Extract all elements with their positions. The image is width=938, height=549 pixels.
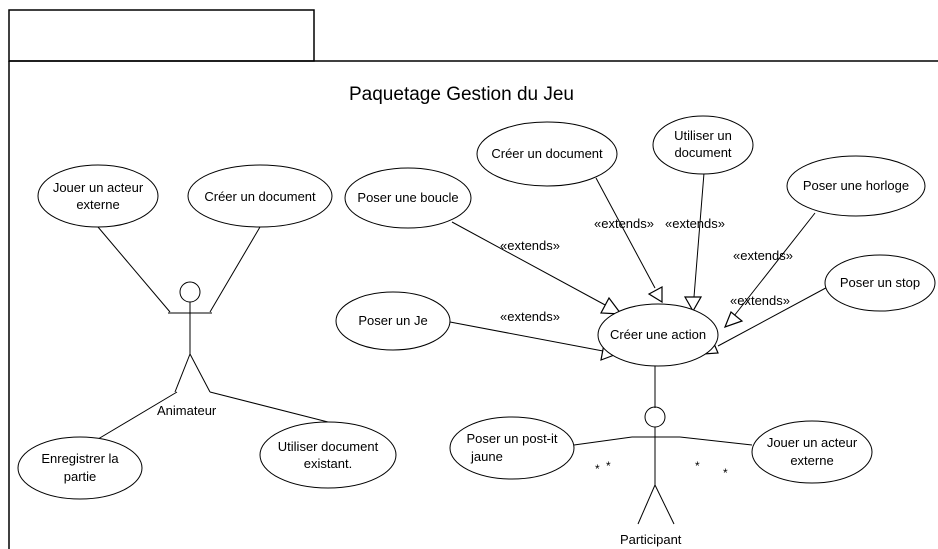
multiplicity-jouer-b: * [723,466,728,480]
extends-label-creer-doc: «extends» [594,216,654,231]
extend-line-utiliser-doc [693,172,705,298]
assoc-anim-enregistrer [87,391,178,446]
package-title: Paquetage Gestion du Jeu [349,84,574,105]
use-case-label: Poser un post-it [466,431,557,446]
assoc-anim-jouer [97,226,171,313]
actor-leg-right [654,484,675,525]
arrowhead-boucle [600,296,623,315]
extends-label-horloge: «extends» [733,248,793,263]
participant-associations [573,366,753,446]
use-case-utiliser-document-existant[interactable]: Utiliser document existant. [259,421,397,489]
use-case-label: Enregistrer la [41,451,119,466]
use-case-label: jaune [470,449,503,464]
extend-line-je [449,321,604,352]
use-case-creer-document-top[interactable]: Créer un document [476,121,618,187]
extends-label-boucle: «extends» [500,238,560,253]
multiplicity-jouer-a: * [695,459,700,473]
use-case-creer-action[interactable]: Créer une action [597,303,719,367]
use-case-label: Créer un document [491,146,603,161]
assoc-part-postit [573,436,633,446]
use-case-label: externe [76,197,119,212]
use-case-label: existant. [304,456,352,471]
use-case-label: externe [790,453,833,468]
use-case-label: Créer un document [204,189,316,204]
use-case-poser-horloge[interactable]: Poser une horloge [786,155,926,217]
use-case-enregistrer-partie[interactable]: Enregistrer la partie [17,436,143,500]
actor-participant-label: Participant [620,532,682,547]
extend-lines [449,172,836,352]
actor-head [179,281,201,303]
use-case-label: Utiliser document [278,439,379,454]
animateur-associations [87,226,329,446]
use-case-label: document [674,145,731,160]
use-case-label: Poser une horloge [803,178,909,193]
actor-participant [632,406,680,525]
use-case-jouer-externe-left[interactable]: Jouer un acteur externe [37,164,159,228]
use-case-label: partie [64,469,97,484]
extends-label-je: «extends» [500,309,560,324]
actor-leg-left [637,484,656,525]
multiplicity-postit-b: * [606,459,611,473]
use-case-label: Poser un stop [840,275,920,290]
use-case-label: Poser une boucle [357,190,458,205]
use-case-poser-stop[interactable]: Poser un stop [824,254,936,312]
arrowhead-horloge [723,311,744,329]
extends-label-utiliser-doc: «extends» [665,216,725,231]
use-case-jouer-externe-right[interactable]: Jouer un acteur externe [751,420,873,484]
actor-animateur [168,281,212,393]
use-case-label: Créer une action [610,327,706,342]
assoc-anim-utiliser [209,391,329,423]
actor-head [644,406,666,428]
extend-line-horloge [733,212,816,317]
use-case-label: Utiliser un [674,128,732,143]
actor-leg-left [174,353,191,393]
assoc-part-jouer [679,436,753,446]
actor-animateur-label: Animateur [157,403,217,418]
package-frame [8,9,938,549]
arrowhead-creer-doc [647,285,663,304]
extends-label-stop: «extends» [730,293,790,308]
use-case-label: Poser un Je [358,313,427,328]
use-case-poser-je[interactable]: Poser un Je [335,291,451,351]
package-tab [8,9,315,62]
extend-line-creer-doc [595,177,656,289]
actor-leg-right [189,353,211,393]
multiplicity-postit-a: * [595,462,600,476]
assoc-anim-creer [209,226,261,313]
extend-line-boucle [451,221,608,307]
use-case-poser-boucle[interactable]: Poser une boucle [344,167,472,229]
use-case-creer-document-left[interactable]: Créer un document [187,164,333,228]
use-case-label: Jouer un acteur [53,180,144,195]
arrowhead-utiliser-doc [683,296,703,313]
use-case-label: Jouer un acteur [767,435,858,450]
use-case-poser-postit[interactable]: Poser un post-it jaune [449,416,575,480]
use-case-utiliser-document-top[interactable]: Utiliser un document [652,115,754,175]
extend-line-stop [717,282,836,347]
